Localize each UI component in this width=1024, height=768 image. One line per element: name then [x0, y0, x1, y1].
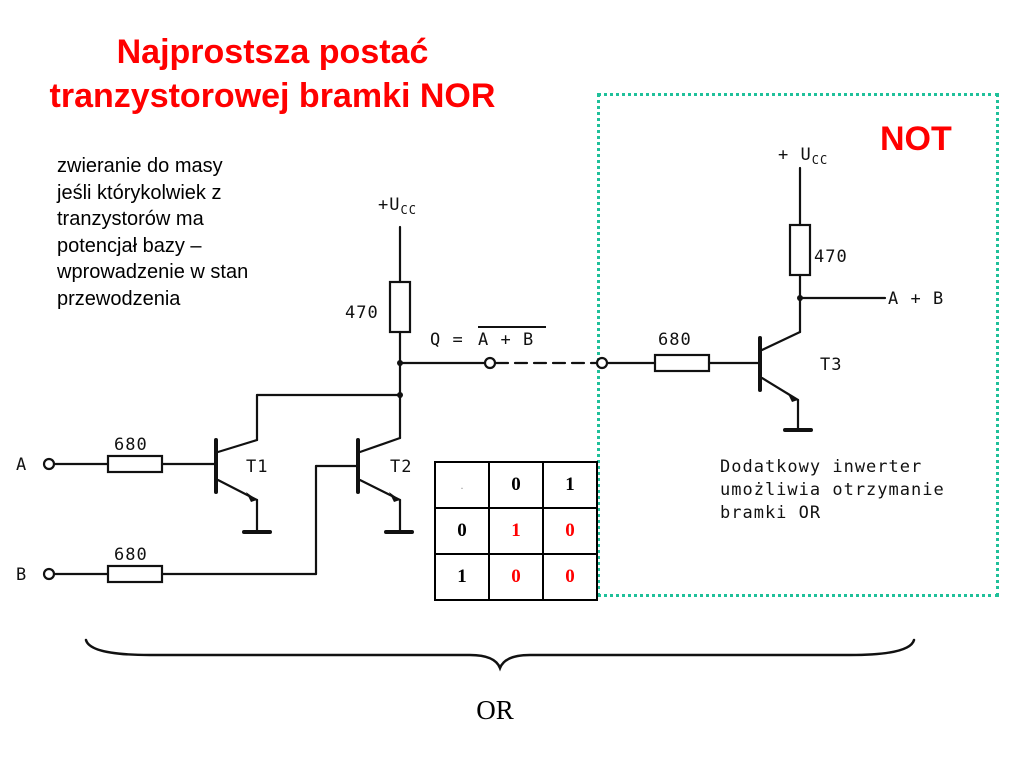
- inverter-note-line: Dodatkowy inwerter: [720, 457, 922, 477]
- r-a-label: 680: [114, 435, 148, 455]
- r-right-label: 470: [814, 247, 848, 267]
- row-label: 0: [434, 507, 490, 555]
- junction-dot: [397, 360, 403, 366]
- row-label: 1: [434, 553, 490, 601]
- resistor-470-left: [388, 280, 412, 334]
- input-a-terminal: [42, 457, 56, 471]
- t3-label: T3: [820, 355, 842, 375]
- q-expression: A + B: [478, 330, 534, 350]
- r-left-label: 470: [345, 303, 379, 323]
- note-line: wprowadzenie w stan: [57, 261, 249, 283]
- output-label: A + B: [888, 289, 944, 309]
- junction-dot: [397, 392, 403, 398]
- t1-label: T1: [246, 457, 268, 477]
- note-line: zwieranie do masy: [57, 155, 223, 177]
- t3-collector: [760, 330, 802, 352]
- note-line: jeśli którykolwiek z: [57, 181, 222, 204]
- resistor-470-right: [788, 223, 812, 277]
- note-line: potencjał bazy –: [57, 234, 202, 257]
- input-b-label: B: [16, 565, 27, 585]
- not-label: NOT: [880, 120, 952, 158]
- table-row: 1 0 0: [434, 553, 598, 601]
- t2-label: T2: [390, 457, 412, 477]
- title-line-1: Najprostsza postać: [116, 33, 429, 71]
- t3-arrow: [787, 392, 798, 402]
- inverter-note-line: bramki OR: [720, 503, 821, 523]
- resistor-680-b: [106, 564, 164, 584]
- r-b-label: 680: [114, 545, 148, 565]
- table-row: 0 1 0: [434, 507, 598, 555]
- t2-arrow: [389, 492, 400, 502]
- table-cell: 0: [542, 553, 598, 601]
- title-line-2: tranzystorowej bramki NOR: [49, 77, 496, 115]
- header-cell: 0: [488, 461, 544, 509]
- inverter-note-line: umożliwia otrzymanie: [720, 480, 945, 500]
- q-terminal: [483, 356, 497, 370]
- table-cell: 0: [542, 507, 598, 555]
- or-label: OR: [476, 695, 514, 725]
- input-b-terminal: [42, 567, 56, 581]
- table-cell: 1: [488, 507, 544, 555]
- q-prefix: Q =: [430, 330, 464, 350]
- t1-collector: [216, 438, 259, 454]
- table-corner: .: [434, 461, 490, 509]
- header-cell: 1: [542, 461, 598, 509]
- t3-input-terminal: [595, 356, 609, 370]
- table-cell: 0: [488, 553, 544, 601]
- t1-arrow: [246, 492, 257, 502]
- t2-collector: [358, 436, 402, 454]
- table-row: . 0 1: [434, 461, 598, 509]
- junction-dot: [797, 295, 803, 301]
- resistor-680-t3: [653, 353, 711, 373]
- input-a-label: A: [16, 455, 27, 475]
- vcc-right-label: + UCC: [778, 145, 828, 167]
- note-line: przewodzenia: [57, 287, 181, 310]
- vcc-left-label: +UCC: [378, 195, 417, 217]
- page-title: Najprostsza postać tranzystorowej bramki…: [0, 30, 545, 118]
- note-line: tranzystorów ma: [57, 208, 204, 230]
- resistor-680-a: [106, 454, 164, 474]
- truth-table: . 0 1 0 1 0 1 0 0: [434, 461, 598, 601]
- description-note: zwieranie do masy jeśli którykolwiek z t…: [57, 153, 307, 312]
- not-section-frame: [597, 93, 999, 597]
- or-brace: [84, 638, 916, 672]
- r-t3-label: 680: [658, 330, 692, 350]
